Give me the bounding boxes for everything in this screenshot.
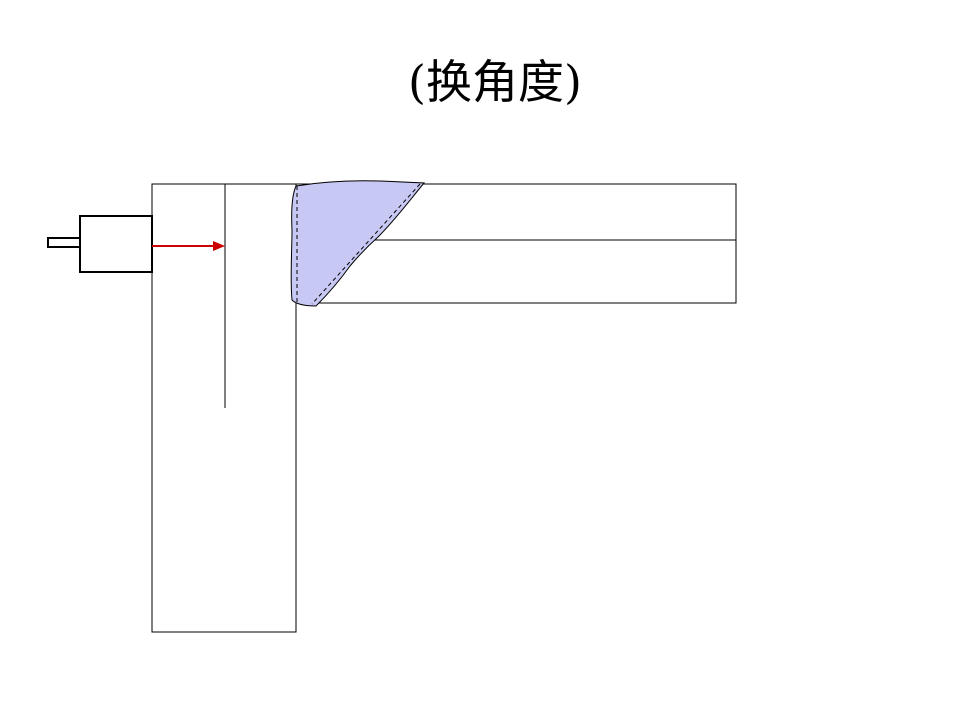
slide-title: (换角度) xyxy=(408,55,582,109)
probe-body xyxy=(79,215,153,273)
weld-bead xyxy=(290,180,426,307)
beam-arrow-head xyxy=(213,241,225,251)
fusion-line-diagonal xyxy=(311,183,421,305)
probe-connector xyxy=(47,237,81,248)
vertical-plate xyxy=(151,183,297,633)
